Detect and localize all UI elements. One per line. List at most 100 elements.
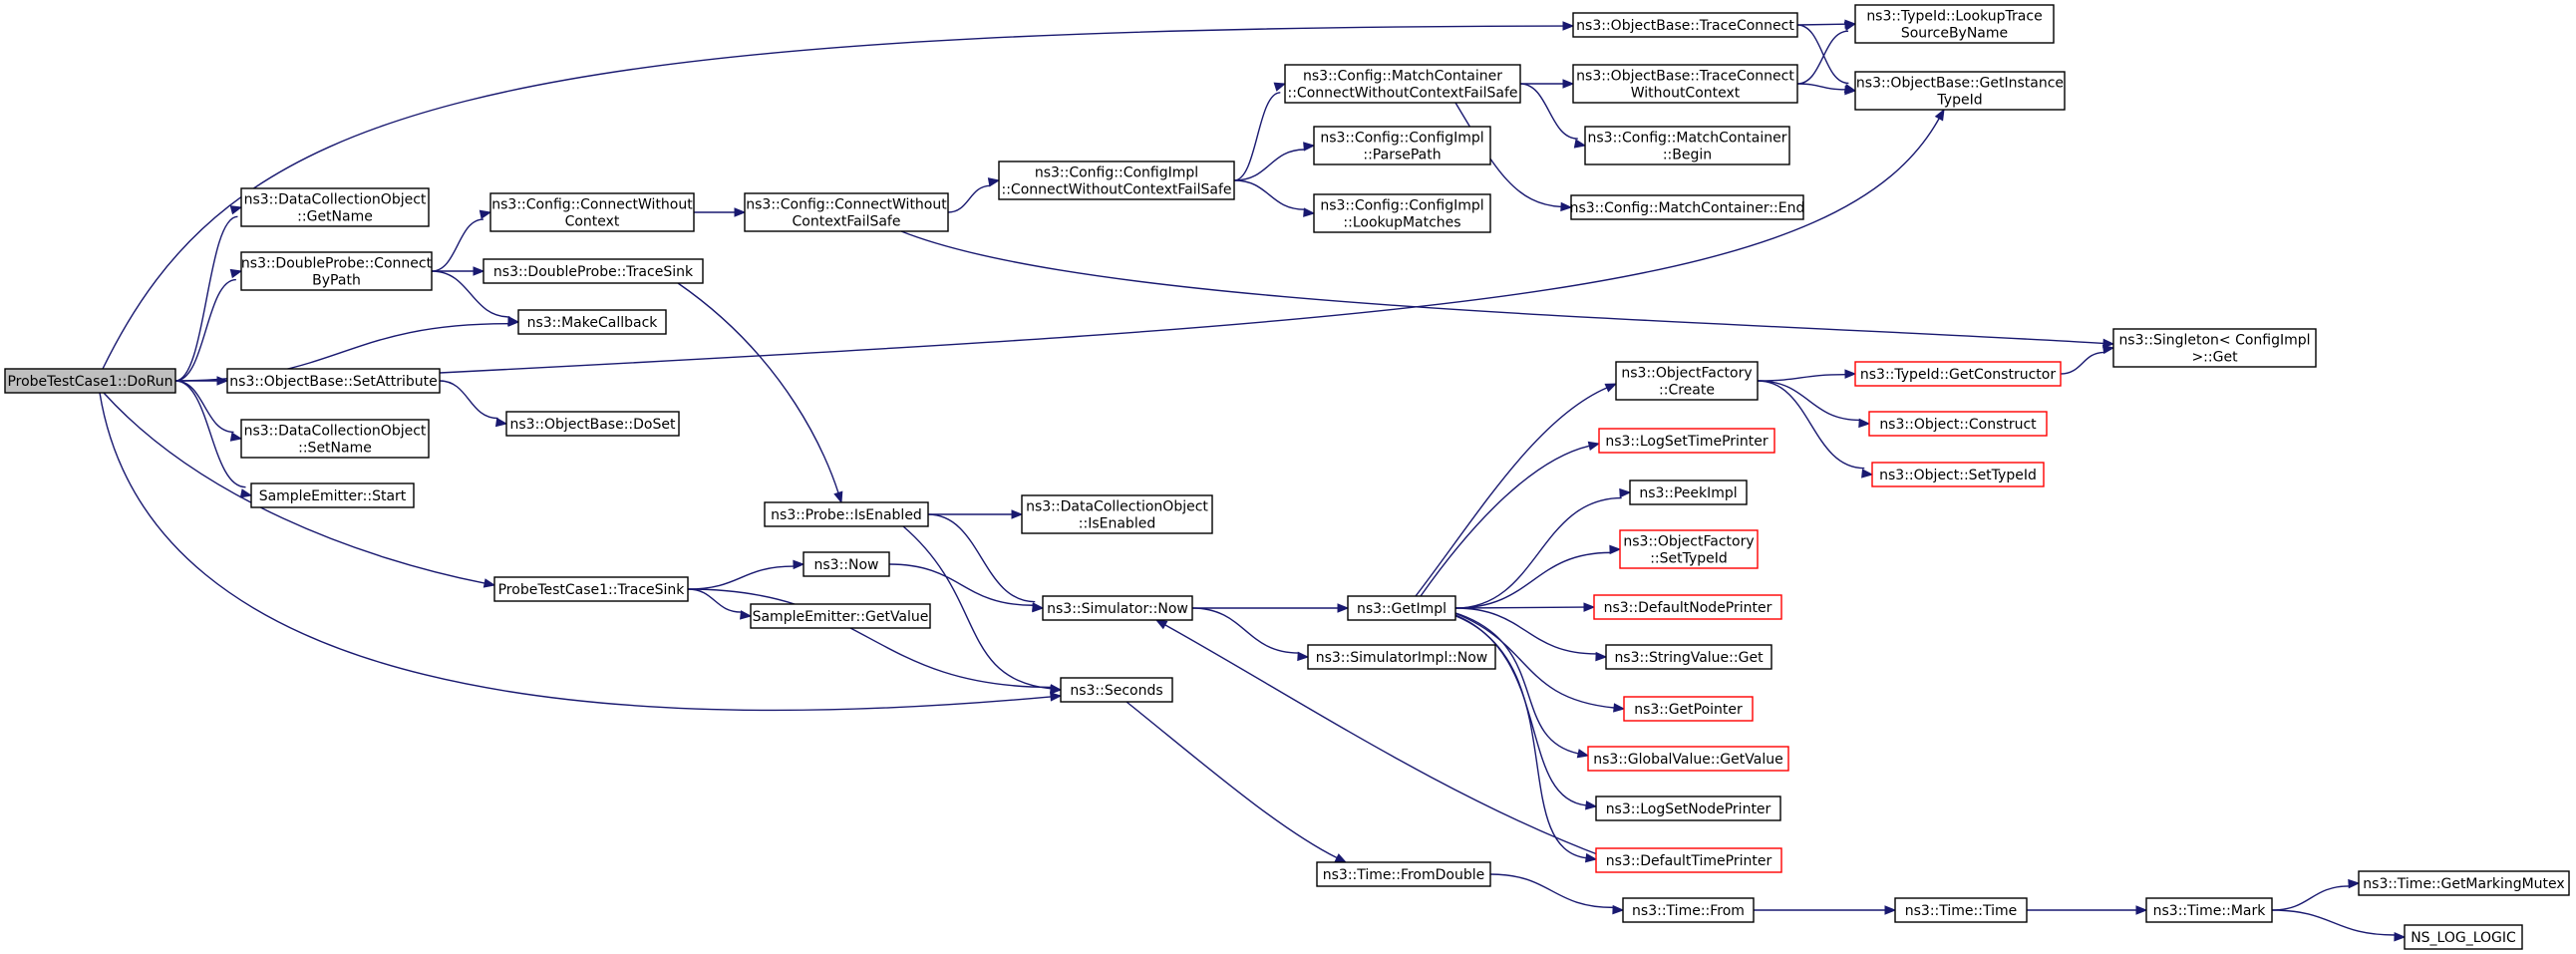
node-label: ns3::MakeCallback bbox=[527, 315, 659, 331]
node-label: ns3::Time::GetMarkingMutex bbox=[2363, 876, 2564, 892]
edge-getimpl-to-peekimpl bbox=[1454, 487, 1632, 609]
node-seconds[interactable]: ns3::Seconds bbox=[1060, 677, 1173, 703]
node-time-from[interactable]: ns3::Time::From bbox=[1622, 897, 1755, 923]
node-cfg-cwcfs[interactable]: ns3::Config::ConnectWithoutContextFailSa… bbox=[744, 192, 949, 232]
edge-cfgimpl_cwcfs-to-cfgimpl_lookupmatches bbox=[1233, 179, 1316, 217]
node-time-time[interactable]: ns3::Time::Time bbox=[1894, 897, 2028, 923]
node-stringvalue-get[interactable]: ns3::StringValue::Get bbox=[1605, 644, 1772, 670]
node-box bbox=[1868, 411, 2048, 437]
node-of-create[interactable]: ns3::ObjectFactory::Create bbox=[1615, 361, 1759, 401]
node-getpointer[interactable]: ns3::GetPointer bbox=[1623, 696, 1754, 722]
edge-tracesink_self-to-now bbox=[687, 559, 805, 590]
node-box bbox=[1313, 193, 1491, 233]
node-label: SampleEmitter::Start bbox=[259, 488, 407, 504]
node-label: ns3::ObjectBase::SetAttribute bbox=[229, 374, 437, 390]
edge-of_create-to-obj_construct bbox=[1757, 380, 1871, 429]
node-mc-cwcfs[interactable]: ns3::Config::MatchContainer::ConnectWith… bbox=[1284, 64, 1521, 104]
edge-getimpl-to-stringvalue_get bbox=[1454, 607, 1608, 662]
node-time-getmarkingmutex[interactable]: ns3::Time::GetMarkingMutex bbox=[2358, 870, 2570, 896]
node-label: ns3::Config::ConnectWithout bbox=[746, 197, 947, 213]
node-makecallback[interactable]: ns3::MakeCallback bbox=[517, 309, 667, 335]
node-box bbox=[1619, 529, 1759, 569]
node-label: ns3::LogSetTimePrinter bbox=[1605, 434, 1769, 450]
edge-seconds-to-time_fromdouble bbox=[1126, 701, 1348, 863]
node-label: ns3::TypeId::GetConstructor bbox=[1860, 367, 2056, 383]
node-ob-traceconnect[interactable]: ns3::ObjectBase::TraceConnect bbox=[1572, 12, 1798, 38]
node-globalvalue-getvalue[interactable]: ns3::GlobalValue::GetValue bbox=[1587, 746, 1789, 772]
node-time-fromdouble[interactable]: ns3::Time::FromDouble bbox=[1316, 861, 1491, 887]
node-getimpl[interactable]: ns3::GetImpl bbox=[1347, 595, 1456, 621]
node-box bbox=[1316, 861, 1491, 887]
node-dco-getname[interactable]: ns3::DataCollectionObject::GetName bbox=[240, 187, 430, 227]
node-dco-isenabled[interactable]: ns3::DataCollectionObject::IsEnabled bbox=[1021, 494, 1213, 534]
edge-cfgimpl_cwcfs-to-mc_cwcfs bbox=[1233, 82, 1287, 181]
node-label: ns3::DefaultTimePrinter bbox=[1606, 853, 1772, 869]
edge-typeid_getconstructor-to-singleton_get bbox=[2060, 344, 2115, 375]
node-defaulttimeprinter[interactable]: ns3::DefaultTimePrinter bbox=[1595, 847, 1782, 873]
node-box bbox=[1871, 462, 2045, 487]
node-cfgimpl-lookupmatches[interactable]: ns3::Config::ConfigImpl::LookupMatches bbox=[1313, 193, 1491, 233]
node-obj-construct[interactable]: ns3::Object::Construct bbox=[1868, 411, 2048, 437]
edge-cfgimpl_cwcfs-to-cfgimpl_parsepath bbox=[1233, 142, 1316, 181]
edge-getimpl-to-of_settypeid bbox=[1454, 544, 1622, 609]
node-dco-setname[interactable]: ns3::DataCollectionObject::SetName bbox=[240, 419, 430, 459]
node-cfgimpl-cwcfs[interactable]: ns3::Config::ConfigImpl::ConnectWithoutC… bbox=[998, 160, 1235, 200]
node-label: ns3::Singleton< ConfigImpl bbox=[2118, 333, 2310, 349]
node-se-start[interactable]: SampleEmitter::Start bbox=[250, 482, 415, 508]
node-box bbox=[764, 501, 929, 527]
node-label: ns3::SimulatorImpl::Now bbox=[1316, 650, 1488, 666]
node-se-getvalue[interactable]: SampleEmitter::GetValue bbox=[750, 603, 931, 629]
node-of-settypeid[interactable]: ns3::ObjectFactory::SetTypeId bbox=[1619, 529, 1759, 569]
edge-getimpl-to-globalvalue_getvalue bbox=[1445, 609, 1590, 759]
node-now[interactable]: ns3::Now bbox=[803, 551, 890, 577]
node-time-mark[interactable]: ns3::Time::Mark bbox=[2145, 897, 2273, 923]
node-box bbox=[1572, 64, 1798, 104]
edge-dorun-to-dp_connectbypath bbox=[174, 268, 243, 382]
edge-probe_isenabled-to-dco_isenabled bbox=[928, 509, 1024, 519]
edge-dorun-to-ob_setattribute bbox=[175, 376, 229, 386]
edge-time_fromdouble-to-time_from bbox=[1489, 873, 1625, 915]
node-dp-tracesink[interactable]: ns3::DoubleProbe::TraceSink bbox=[483, 258, 704, 284]
node-label: ns3::Config::MatchContainer::End bbox=[1570, 200, 1805, 216]
node-box bbox=[1284, 64, 1521, 104]
node-cfgimpl-parsepath[interactable]: ns3::Config::ConfigImpl::ParsePath bbox=[1313, 126, 1491, 165]
node-simimpl-now[interactable]: ns3::SimulatorImpl::Now bbox=[1307, 644, 1496, 670]
node-peekimpl[interactable]: ns3::PeekImpl bbox=[1629, 479, 1748, 505]
node-defaultnodeprinter[interactable]: ns3::DefaultNodePrinter bbox=[1593, 594, 1782, 620]
node-ob-setattribute[interactable]: ns3::ObjectBase::SetAttribute bbox=[226, 368, 441, 394]
node-logsettimeprinter[interactable]: ns3::LogSetTimePrinter bbox=[1598, 428, 1775, 454]
edge-dorun-to-seconds bbox=[99, 392, 1063, 712]
node-label: ns3::PeekImpl bbox=[1639, 485, 1737, 501]
edge-cfg_cwcfs-to-cfgimpl_cwcfs bbox=[947, 177, 1001, 213]
node-ns-log-logic[interactable]: NS_LOG_LOGIC bbox=[2404, 924, 2523, 950]
node-label: ns3::DataCollectionObject bbox=[244, 192, 427, 208]
node-box bbox=[505, 411, 680, 437]
node-logsetnodeprinter[interactable]: ns3::LogSetNodePrinter bbox=[1595, 795, 1781, 821]
node-mc-end[interactable]: ns3::Config::MatchContainer::End bbox=[1570, 194, 1805, 220]
node-box bbox=[1042, 595, 1193, 621]
node-tracesink-self[interactable]: ProbeTestCase1::TraceSink bbox=[493, 576, 689, 602]
node-mc-begin[interactable]: ns3::Config::MatchContainer::Begin bbox=[1584, 126, 1790, 165]
edges-layer bbox=[99, 19, 2407, 942]
node-box bbox=[226, 368, 441, 394]
node-box bbox=[1623, 696, 1754, 722]
node-typeid-getconstructor[interactable]: ns3::TypeId::GetConstructor bbox=[1854, 361, 2062, 387]
node-box bbox=[1629, 479, 1748, 505]
node-ob-doset[interactable]: ns3::ObjectBase::DoSet bbox=[505, 411, 680, 437]
node-box bbox=[1894, 897, 2028, 923]
node-probe-isenabled[interactable]: ns3::Probe::IsEnabled bbox=[764, 501, 929, 527]
node-sim-now[interactable]: ns3::Simulator::Now bbox=[1042, 595, 1193, 621]
node-label: ns3::Time::From bbox=[1632, 903, 1745, 919]
node-box bbox=[2112, 328, 2317, 368]
edge-dp_connectbypath-to-makecallback bbox=[431, 270, 520, 326]
edge-time_mark-to-time_getmarkingmutex bbox=[2271, 878, 2361, 911]
node-obj-settypeid[interactable]: ns3::Object::SetTypeId bbox=[1871, 462, 2045, 487]
node-dorun[interactable]: ProbeTestCase1::DoRun bbox=[4, 368, 176, 394]
node-singleton-get[interactable]: ns3::Singleton< ConfigImpl >::Get bbox=[2112, 328, 2317, 368]
node-cfg-connectwithout[interactable]: ns3::Config::ConnectWithoutContext bbox=[489, 192, 695, 232]
node-ob-traceconnectwc[interactable]: ns3::ObjectBase::TraceConnectWithoutCont… bbox=[1572, 64, 1798, 104]
edge-getimpl-to-defaulttimeprinter bbox=[1449, 613, 1598, 863]
